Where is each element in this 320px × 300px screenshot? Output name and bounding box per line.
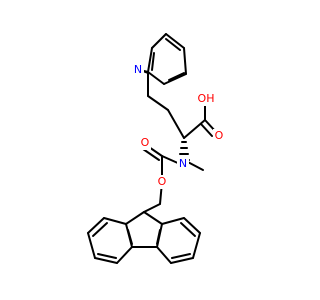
- bond-carbonyl-o-double: [142, 148, 160, 161]
- bond-fl-left-5: [116, 246, 133, 264]
- bond-fl-right-4: [170, 257, 194, 264]
- bond-fl-left-inner-1: [92, 222, 108, 237]
- bond-fl-right-inner-1: [180, 222, 196, 237]
- bond-py-inner-3: [165, 38, 181, 51]
- bond-acid-c-alpha: [183, 119, 206, 139]
- bond-py-c5-c6: [183, 47, 187, 75]
- bond-fl-right-inner-2: [171, 253, 191, 259]
- atom-amine-n: N: [179, 157, 187, 170]
- atom-pyridine-n: N: [134, 63, 142, 76]
- bond-py-c1-c2: [151, 33, 167, 49]
- label-bg-ester-o: [156, 175, 168, 189]
- bond-fl-left-inner-2: [97, 253, 117, 259]
- label-bg-pyridine-n: [132, 63, 144, 77]
- bond-fl-right-3: [192, 232, 201, 259]
- bond-fl-left-1: [103, 217, 127, 225]
- label-bg-amine-n: [177, 157, 189, 171]
- atom-acid-o: O: [215, 129, 224, 142]
- atom-ester-o: O: [158, 175, 167, 188]
- label-bg-acid-oh: [196, 92, 216, 106]
- bond-fl-left-3: [87, 232, 96, 259]
- bond-fl-left-2: [87, 217, 105, 234]
- pyridine-ring: [139, 33, 187, 85]
- label-bg-carbamate-o: [139, 136, 151, 150]
- bond-fl-left-4: [94, 257, 118, 264]
- fluorene-ring-system: [87, 211, 201, 264]
- molecule-structure: N OH O N O O: [87, 33, 225, 264]
- alkyl-chain: [147, 71, 185, 139]
- bond-py-c6-c1: [165, 33, 185, 49]
- bond-py-c3-c4: [147, 71, 165, 85]
- label-bg-acid-o: [213, 129, 225, 143]
- atom-acid-oh: OH: [198, 92, 215, 105]
- bond-fl-c9-c9a: [125, 211, 145, 225]
- bond-fl-right-5: [156, 246, 172, 264]
- bond-fl-right-inner-3: [156, 229, 161, 245]
- bond-fl-left-inner-3: [127, 229, 133, 245]
- bond-fl-right-2: [183, 217, 201, 234]
- bond-py-inner-1: [151, 52, 155, 71]
- atom-labels: N OH O N O O: [132, 63, 225, 189]
- bond-py-c2-c3: [147, 47, 153, 73]
- bond-chain-3: [167, 109, 185, 139]
- bond-py-inner-2: [168, 72, 185, 81]
- bond-fl-right-1: [161, 217, 185, 225]
- bond-ch2-fluorenyl: [143, 203, 161, 213]
- carboxylic-acid-group: [183, 103, 217, 139]
- carbamate-group: [142, 144, 204, 213]
- bond-chain-2: [147, 95, 169, 111]
- atom-carbamate-o: O: [141, 136, 150, 149]
- bond-acid-c-o-double: [200, 123, 213, 137]
- bond-py-c4-c5: [163, 73, 187, 85]
- bond-fl-c9-c8a: [143, 211, 163, 225]
